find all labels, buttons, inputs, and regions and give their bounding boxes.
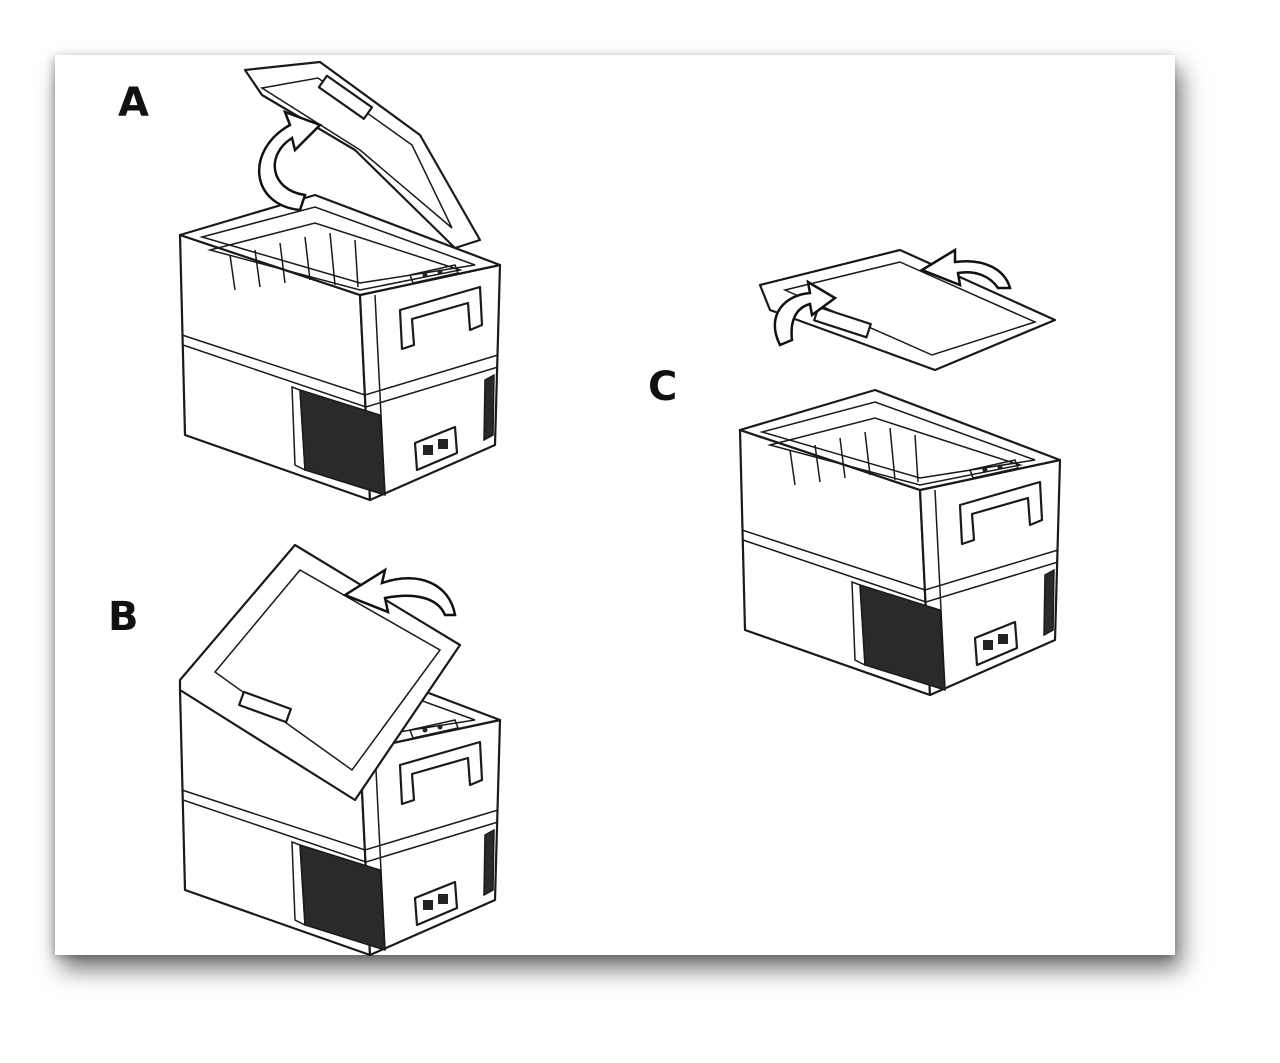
cooler-a-illustration: [178, 60, 502, 502]
arrow-lid-c-right: [919, 247, 1012, 290]
step-label-a: A: [118, 80, 149, 126]
arrow-lid-c-left: [773, 279, 838, 347]
cooler-c-illustration: [738, 247, 1062, 697]
arrow-remove-lid: [342, 567, 457, 617]
cooler-b-illustration: [178, 543, 502, 957]
step-label-c: C: [648, 364, 678, 410]
step-label-b: B: [108, 594, 139, 640]
arrow-open-lid: [257, 109, 323, 212]
